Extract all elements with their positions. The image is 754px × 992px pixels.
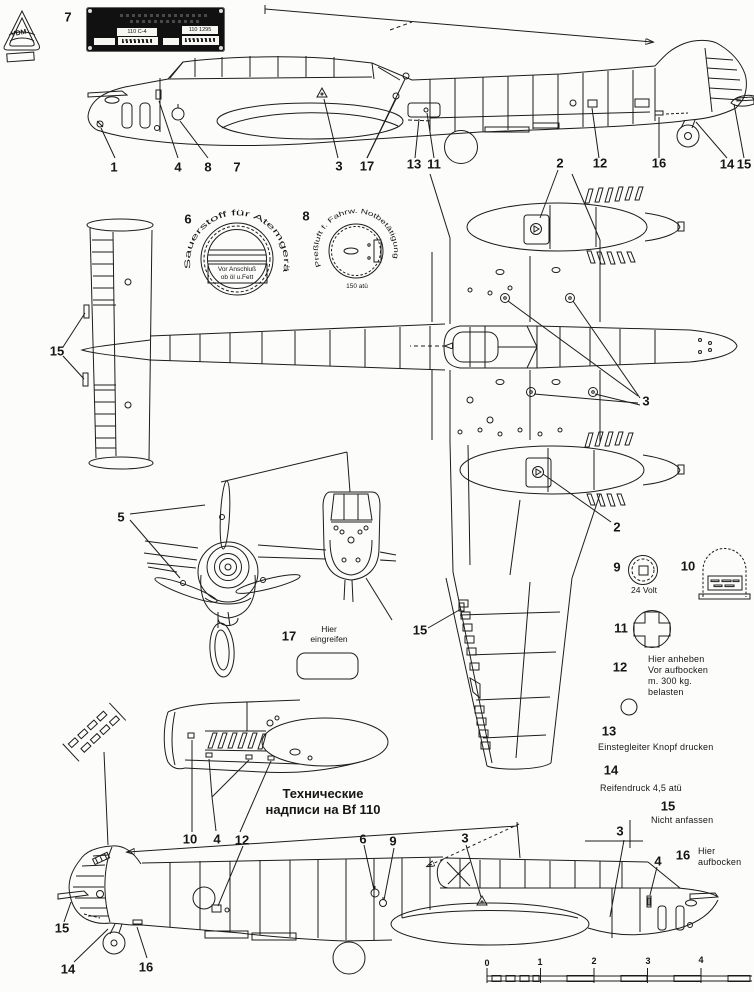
callout-6-circle: 6 (184, 211, 192, 227)
callout-15: 15 (736, 156, 752, 172)
scale-tick-0: 0 (484, 958, 490, 968)
plate-model-field: 110 C-4 (117, 28, 157, 36)
oxygen-box-line1: Vor Anschluß (217, 266, 257, 273)
callout-8-circle: 8 (302, 208, 310, 224)
callout-2: 2 (556, 155, 564, 171)
item17-label-line1: Hier (321, 624, 337, 634)
callout-10-legend: 10 (680, 558, 696, 574)
callout-8: 8 (204, 159, 212, 175)
scale-bar (486, 968, 752, 983)
callout-7-plate: 7 (64, 9, 72, 25)
item12-line4: belasten (648, 687, 684, 697)
item13-label: Einstegleiter Knopf drucken (598, 742, 714, 752)
callout-15-slat: 15 (412, 622, 428, 638)
callout-6-bottom: 6 (359, 831, 367, 847)
callout-15-tailplane: 15 (49, 343, 65, 359)
plate-blank-field-2 (163, 38, 179, 45)
callout-11-legend: 11 (614, 620, 628, 636)
callout-16-legend: 16 (675, 847, 691, 863)
callout-3b-bottom: 3 (616, 823, 624, 839)
scale-tick-1: 1 (537, 957, 543, 967)
callout-16-jack: 16 (138, 959, 154, 975)
front-view (129, 451, 397, 678)
nacelle-detail (163, 699, 389, 833)
item17-label-line2: eingreifen (310, 634, 348, 644)
vdm-logo-icon (3, 9, 40, 63)
scale-tick-3: 3 (645, 956, 651, 966)
callout-9-bottom: 9 (389, 833, 397, 849)
top-side-view (87, 5, 754, 219)
oxygen-box-line2: ob öl u.Fett (220, 274, 254, 281)
scale-tick-4: 4 (698, 955, 704, 965)
callout-15-legend: 15 (660, 798, 676, 814)
callout-14: 14 (719, 156, 735, 172)
scale-tick-2: 2 (591, 956, 597, 966)
caption-line1: Технические (282, 786, 364, 801)
plate-sign-field-1 (118, 37, 158, 45)
item12-line3: m. 300 kg. (648, 676, 693, 686)
callout-15-fin: 15 (54, 920, 70, 936)
callout-12-legend: 12 (612, 659, 628, 675)
item12-line1: Hier anheben (648, 654, 705, 664)
callout-1: 1 (110, 159, 118, 175)
callout-14-legend: 14 (603, 762, 619, 778)
plate-sign-field-2 (182, 36, 219, 45)
callout-13: 13 (406, 156, 422, 172)
callout-16: 16 (651, 155, 667, 171)
pressair-value: 150 atü (346, 283, 368, 290)
grip-frame-symbol (296, 652, 359, 680)
plate-blank-field-1 (94, 38, 115, 45)
callout-4: 4 (174, 159, 182, 175)
callout-10-bottom: 10 (182, 831, 198, 847)
callout-17: 17 (359, 158, 375, 174)
callout-4b-bottom: 4 (654, 853, 662, 869)
item9-label: 24 Volt (631, 585, 657, 595)
data-plate: 110 C-4 110 1295 (86, 7, 225, 52)
item12-line2: Vor aufbocken (648, 665, 709, 675)
pressair-arc-text: Preßluft f. Fahrw. Notbetätigung (313, 208, 399, 268)
callout-3: 3 (335, 158, 343, 174)
callout-5-propeller: 5 (117, 509, 125, 525)
plan-view (62, 173, 738, 770)
item16-label-line2: aufbocken (698, 857, 742, 867)
svg-text:Preßluft f. Fahrw. Notbetätigu: Preßluft f. Fahrw. Notbetätigung (313, 208, 399, 268)
callout-12: 12 (592, 155, 608, 171)
callout-12-bottom: 12 (234, 832, 250, 848)
callout-13-legend: 13 (601, 723, 617, 739)
caption-line2: надписи на Bf 110 (265, 802, 381, 817)
callout-9-legend: 9 (613, 559, 621, 575)
callout-2-nacelle: 2 (613, 519, 621, 535)
item16-label-line1: Hier (698, 846, 716, 856)
item14-label: Reifendruck 4,5 atü (600, 783, 682, 793)
pressair-detail: Preßluft f. Fahrw. Notbetätigung (313, 208, 399, 279)
plate-werknr-field: 110 1295 (182, 26, 218, 34)
item15-label: Nicht anfassen (651, 815, 714, 825)
callout-3a-bottom: 3 (461, 830, 469, 846)
diagonal-stripe-marking (62, 702, 127, 846)
callout-14-tailwheel: 14 (60, 961, 76, 977)
callout-3-fuelcaps: 3 (642, 393, 650, 409)
legend-symbols (620, 548, 751, 716)
callout-7: 7 (233, 159, 241, 175)
callout-17-legend: 17 (281, 628, 297, 644)
callout-11: 11 (427, 156, 441, 172)
callout-4-bottom: 4 (213, 831, 221, 847)
bottom-side-view (57, 820, 719, 975)
